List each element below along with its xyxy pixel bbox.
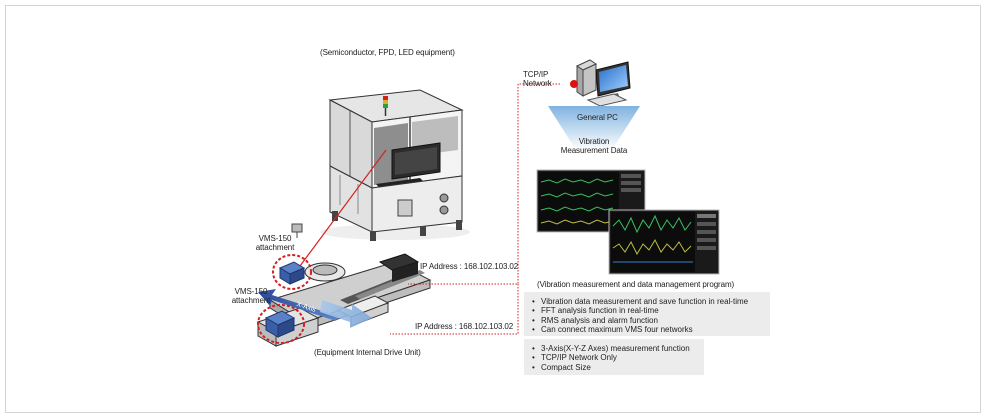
program-caption: (Vibration measurement and data manageme… [537, 280, 735, 289]
program-features-panel: Vibration data measurement and save func… [524, 292, 770, 336]
pc-illustration [570, 59, 631, 107]
sensor-top-label-line2: attachment [255, 243, 295, 252]
data-flow-label-line1: Vibration [578, 137, 610, 146]
sensor-to-machine-link [299, 149, 387, 267]
sensor-glyph [291, 223, 303, 238]
sensor-bottom [257, 304, 305, 344]
data-flow-funnel [548, 106, 640, 150]
data-flow-label-line2: Measurement Data [560, 146, 628, 155]
network-label-line2: Network [523, 79, 552, 88]
sensor-feature-item: TCP/IP Network Only [532, 353, 704, 362]
x-axis-arrows [258, 289, 372, 328]
network-label-line1: TCP/IP [523, 70, 549, 79]
sensor-bottom-ip: IP Address : 168.102.103.02 [415, 322, 514, 331]
sensor-bottom-label-line2: attachment [231, 296, 271, 305]
equipment-title: (Semiconductor, FPD, LED equipment) [320, 48, 455, 57]
sensor-top-ip: IP Address : 168.102.103.02 [420, 262, 519, 271]
diagram-frame [5, 5, 981, 413]
equipment-machine [320, 89, 470, 241]
software-screenshot-front [608, 209, 720, 275]
program-feature-item: Vibration data measurement and save func… [532, 297, 770, 306]
pc-label: General PC [577, 113, 618, 122]
program-feature-item: Can connect maximum VMS four networks [532, 325, 770, 334]
sensor-feature-item: 3-Axis(X-Y-Z Axes) measurement function [532, 344, 704, 353]
program-feature-item: FFT analysis function in real-time [532, 306, 770, 315]
sensor-top [272, 254, 312, 290]
program-feature-item: RMS analysis and alarm function [532, 316, 770, 325]
sensor-top-label-line1: VMS-150 [258, 234, 292, 243]
sensor-feature-item: Compact Size [532, 363, 704, 372]
network-lines [390, 83, 560, 335]
sensor-features-panel: 3-Axis(X-Y-Z Axes) measurement function … [524, 339, 704, 375]
drive-unit-caption: (Equipment Internal Drive Unit) [314, 348, 421, 357]
sensor-bottom-label-line1: VMS-150 [234, 287, 268, 296]
